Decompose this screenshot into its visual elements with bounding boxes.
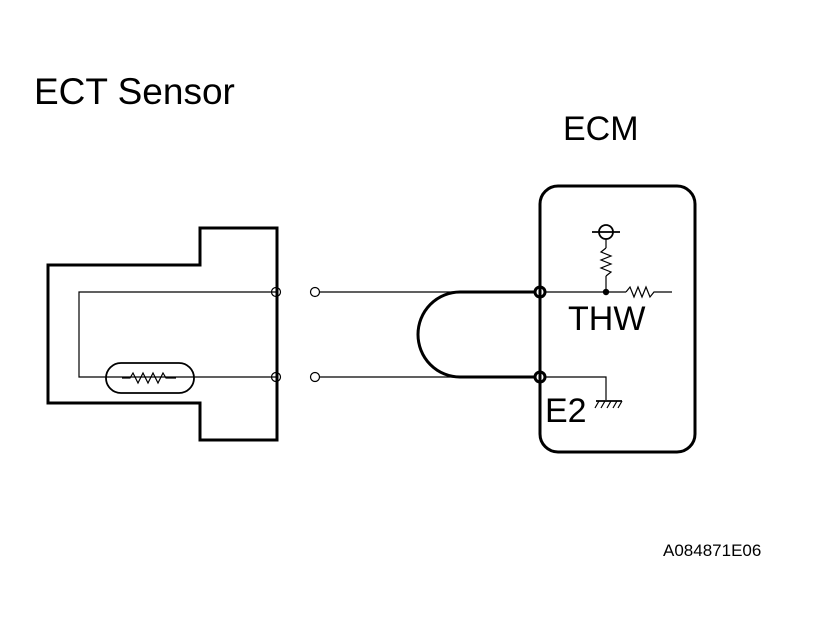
pullup-resistor-icon bbox=[599, 247, 613, 277]
ecm-series-resistor-icon bbox=[625, 285, 672, 299]
sensor-internal-wire bbox=[78, 291, 276, 378]
figure-code: A084871E06 bbox=[663, 541, 761, 560]
ecm-title: ECM bbox=[563, 110, 639, 148]
e2-pin-label: E2 bbox=[545, 392, 587, 430]
sensor-title: ECT Sensor bbox=[34, 71, 235, 112]
harness-terminal-thw bbox=[309, 286, 321, 298]
thermistor-resistor-icon bbox=[122, 371, 176, 385]
ecm-box bbox=[538, 184, 697, 454]
sensor-housing bbox=[46, 226, 279, 442]
thermistor-capsule bbox=[105, 362, 195, 394]
twisted-pair-shield bbox=[416, 290, 536, 379]
sensor-terminal-e2 bbox=[270, 371, 282, 383]
harness-terminal-e2 bbox=[309, 371, 321, 383]
sensor-terminal-thw bbox=[270, 286, 282, 298]
thw-pin-label: THW bbox=[568, 300, 645, 338]
ground-icon bbox=[594, 400, 623, 409]
ecm-e2-line bbox=[545, 376, 607, 400]
junction-dot bbox=[602, 288, 610, 296]
